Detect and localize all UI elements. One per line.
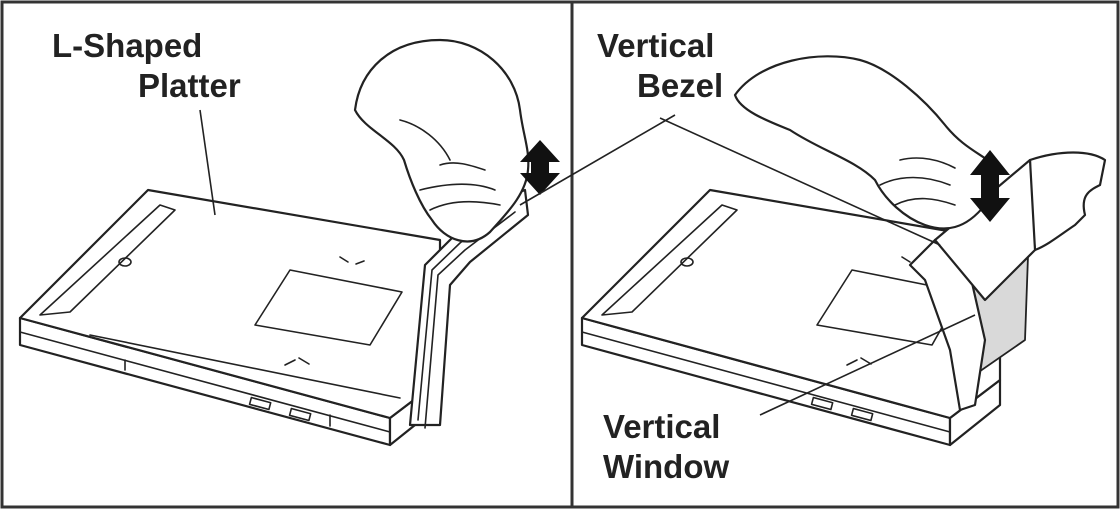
left-port-a: [248, 396, 272, 411]
left-base-rib: [19, 331, 391, 433]
right-platter-rim: [601, 204, 738, 316]
left-edge-line: [89, 334, 401, 399]
left-finger-2: [429, 200, 501, 211]
left-recess: [254, 269, 403, 346]
right-base-rib: [581, 331, 951, 433]
right-hole: [680, 257, 694, 267]
platter-label-line2: Platter: [138, 67, 241, 104]
right-finger-3: [899, 157, 956, 169]
right-panel: Vertical Bezel Vertical Window: [580, 27, 1107, 485]
right-bezel-top: [1028, 151, 1107, 252]
right-move-arrow-icon: [970, 150, 1010, 222]
left-bezel-outer: [408, 188, 530, 427]
bezel-leader-left: [519, 114, 676, 206]
right-clip-b: [846, 357, 872, 366]
bezel-label-line1: Vertical: [597, 27, 714, 64]
left-move-arrow-icon: [520, 140, 560, 195]
right-finger-2: [894, 197, 956, 206]
left-platter-rim: [39, 204, 176, 316]
left-thumb: [399, 119, 451, 161]
right-hand: [733, 55, 1002, 230]
left-clip-a: [339, 256, 365, 265]
left-panel: L-Shaped Platter: [18, 27, 676, 447]
window-leader: [759, 314, 976, 416]
right-finger-1: [879, 176, 951, 186]
bezel-leader-right: [659, 117, 941, 246]
left-finger-3: [439, 162, 486, 171]
left-port-b: [288, 407, 312, 422]
platter-label-line1: L-Shaped: [52, 27, 202, 64]
window-label-line2: Window: [603, 448, 729, 485]
platter-leader: [199, 109, 216, 216]
right-port-a: [810, 396, 834, 411]
left-finger-1: [419, 183, 496, 191]
right-port-b: [850, 407, 874, 422]
left-hole: [118, 257, 132, 267]
window-label-line1: Vertical: [603, 408, 720, 445]
left-hand: [353, 38, 530, 243]
bezel-label-line2: Bezel: [637, 67, 723, 104]
left-clip-b: [284, 357, 310, 366]
